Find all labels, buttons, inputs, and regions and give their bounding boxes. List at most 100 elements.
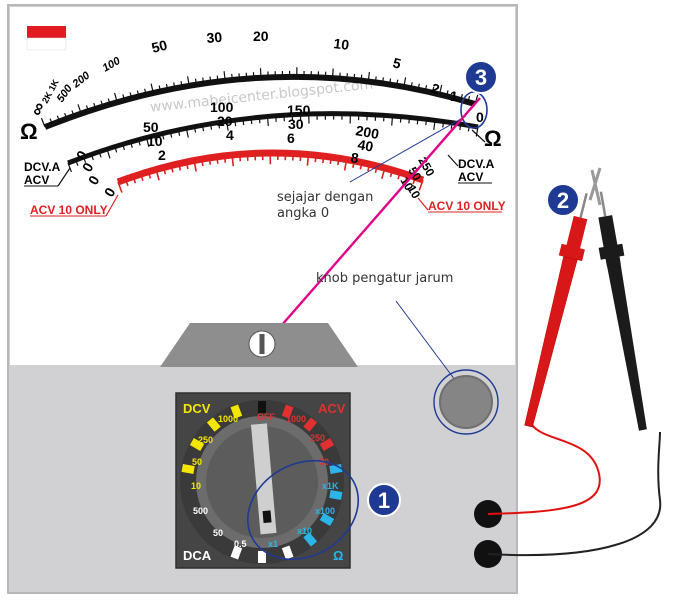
dcv-right-arrow <box>447 154 459 167</box>
scale-tick <box>144 88 147 95</box>
scale-tick <box>259 68 262 78</box>
range-mark[interactable] <box>329 490 343 501</box>
dcv-range-labels: 1000 250 50 10 <box>191 414 238 491</box>
dcv-range-10: 10 <box>191 481 201 491</box>
dcv-mid-20: 20 <box>217 113 233 129</box>
scale-tick <box>412 177 417 185</box>
ohm-range-x10: x10 <box>297 526 312 536</box>
scale-tick <box>122 144 126 151</box>
ohm-range-x1: x1 <box>268 539 278 549</box>
scale-tick <box>234 120 237 127</box>
scale-tick <box>223 155 227 163</box>
range-mark[interactable] <box>189 438 205 451</box>
range-mark[interactable] <box>281 404 294 419</box>
scale-tick <box>343 159 348 171</box>
range-mark[interactable] <box>319 513 335 526</box>
zero-adjust-screw[interactable] <box>248 330 276 358</box>
dcv-low-8: 8 <box>349 149 360 166</box>
scale-tick <box>208 157 212 165</box>
scale-tick <box>242 118 245 126</box>
scale-tick <box>216 156 219 164</box>
dcv-top-50: 50 <box>143 119 159 135</box>
selector-pointer-tip <box>262 510 272 524</box>
scale-tick <box>314 155 317 163</box>
dial-ohm-label: Ω <box>333 548 343 563</box>
scale-tick <box>396 79 399 86</box>
scale-tick <box>140 173 144 181</box>
ohm-scale-ticks <box>40 67 479 128</box>
scale-tick <box>64 112 68 119</box>
dial-dcv-label: DCV <box>183 401 211 416</box>
dca-range-50: 50 <box>213 528 223 538</box>
ohm-adjust-knob[interactable] <box>433 369 499 435</box>
black-probe[interactable] <box>589 190 655 432</box>
scale-tick <box>322 155 325 164</box>
knob-note: knob pengatur jarum <box>316 271 453 286</box>
scale-tick <box>187 76 190 86</box>
scale-tick <box>460 93 463 101</box>
selector-pointer[interactable] <box>250 423 277 535</box>
ohm-symbol-left: Ω <box>20 119 38 144</box>
scale-tick <box>250 118 253 125</box>
dcv-mid-10: 10 <box>147 133 163 149</box>
scale-tick <box>49 118 53 125</box>
scale-tick <box>442 121 445 128</box>
scale-tick <box>417 83 420 90</box>
scale-tick <box>178 163 182 171</box>
acv10-ten: 10 <box>404 183 423 202</box>
scale-tick <box>329 156 333 165</box>
dcv-left-arrow <box>57 167 71 187</box>
scale-tick <box>165 83 169 90</box>
black-cable <box>487 431 662 557</box>
scale-tick <box>158 85 162 92</box>
scale-tick <box>177 129 181 136</box>
range-mark[interactable] <box>281 545 294 560</box>
scale-tick <box>353 73 356 80</box>
scale-tick <box>438 84 443 95</box>
scale-tick <box>132 176 137 184</box>
dial-dca-label: DCA <box>183 548 212 563</box>
range-mark[interactable] <box>258 551 266 563</box>
scale-tick <box>359 162 363 170</box>
range-mark[interactable] <box>303 532 318 547</box>
scale-tick <box>93 102 97 109</box>
ohm-label-20: 20 <box>253 28 269 44</box>
scale-tick <box>453 92 456 99</box>
range-mark[interactable] <box>206 417 221 432</box>
scale-tick <box>223 71 226 81</box>
scale-tick <box>90 154 94 161</box>
scale-tick <box>218 122 221 129</box>
scale-tick <box>85 105 89 112</box>
dcv-range-50: 50 <box>192 457 202 467</box>
ohm-label-1: 1 <box>450 88 458 104</box>
range-mark[interactable] <box>258 401 266 413</box>
scale-tick <box>459 123 462 131</box>
range-mark[interactable] <box>319 438 335 451</box>
dcv-top-100: 100 <box>210 99 234 115</box>
scale-tick <box>98 151 102 158</box>
scale-tick <box>231 154 235 167</box>
dcv-low-2: 2 <box>158 147 166 163</box>
scale-tick <box>130 141 133 148</box>
badge-1-text: 1 <box>378 488 390 513</box>
scale-tick <box>185 161 189 170</box>
scale-tick <box>185 128 189 138</box>
scale-tick <box>173 82 176 89</box>
parallel-note-2: angka 0 <box>277 206 329 221</box>
range-mark[interactable] <box>181 463 195 474</box>
scale-tick <box>381 77 384 84</box>
scale-tick <box>331 68 334 79</box>
dcv-mid-40: 40 <box>356 136 374 154</box>
ohm-range-x1k: x1K <box>322 481 339 491</box>
meter-needle <box>280 97 481 327</box>
range-mark[interactable] <box>230 545 243 560</box>
scale-tick <box>374 76 377 83</box>
range-mark[interactable] <box>230 404 243 419</box>
dcv-left-label-2: ACV <box>24 173 49 187</box>
ohm-label-30: 30 <box>206 29 223 46</box>
scale-tick <box>136 90 140 97</box>
red-probe[interactable] <box>517 190 598 429</box>
scale-tick <box>106 148 111 159</box>
range-mark[interactable] <box>303 417 318 432</box>
scale-tick <box>425 119 428 126</box>
